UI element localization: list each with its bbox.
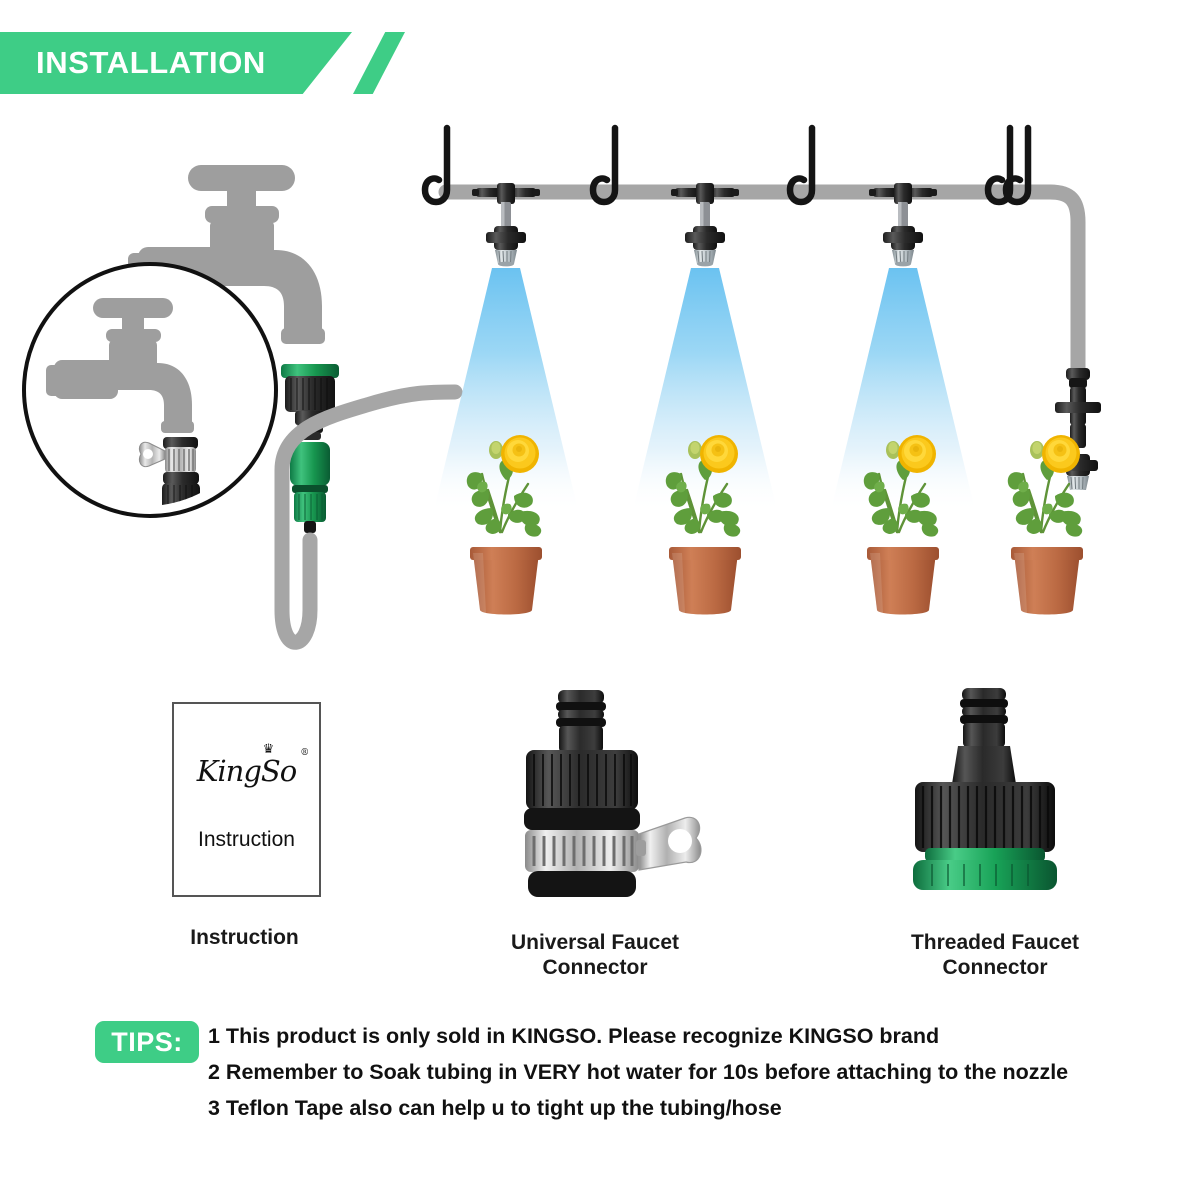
spray-cone xyxy=(434,268,578,510)
universal-faucet-connector xyxy=(138,437,200,506)
part-label-threaded-faucet-connector: Threaded Faucet Connector xyxy=(910,931,1080,979)
registered-mark: ® xyxy=(300,747,309,758)
faucet-icon xyxy=(46,298,194,433)
universal-faucet-connector-photo xyxy=(524,690,702,897)
supply-hose xyxy=(274,384,463,650)
potted-plant xyxy=(1006,433,1085,616)
faucet-icon xyxy=(128,165,325,344)
threaded-faucet-connector-photo xyxy=(913,688,1057,890)
booklet-subtitle: Instruction xyxy=(198,827,295,851)
detail-callout-contents xyxy=(46,298,200,506)
tips-badge: TIPS: xyxy=(95,1021,199,1063)
kingso-logo: ♛ KingSo ® xyxy=(196,742,310,788)
kingso-wordmark: KingSo xyxy=(196,753,298,788)
tips-line: 2 Remember to Soak tubing in VERY hot wa… xyxy=(208,1060,1069,1084)
part-label-instruction: Instruction xyxy=(190,926,299,949)
tips-list: 1 This product is only sold in KINGSO. P… xyxy=(208,1018,1168,1126)
spray-cone xyxy=(633,268,777,510)
tips-badge-label: TIPS: xyxy=(111,1026,183,1057)
spray-cone xyxy=(831,268,975,510)
main-tubing xyxy=(438,184,1086,380)
installation-banner: INSTALLATION xyxy=(0,32,352,94)
page-title: INSTALLATION xyxy=(36,45,266,80)
tips-line: 1 This product is only sold in KINGSO. P… xyxy=(208,1024,940,1048)
system-diagram xyxy=(128,110,1101,650)
tee-nozzle-assembly xyxy=(868,182,938,267)
tips-line: 3 Teflon Tape also can help u to tight u… xyxy=(208,1096,782,1120)
crown-icon: ♛ xyxy=(262,741,275,757)
instruction-booklet: ♛ KingSo ® Instruction xyxy=(172,702,321,897)
part-label-universal-faucet-connector: Universal Faucet Connector xyxy=(510,931,680,979)
tee-nozzle-assembly xyxy=(670,182,740,267)
tee-nozzle-assembly xyxy=(471,182,541,267)
banner-slash-decoration xyxy=(353,32,405,94)
